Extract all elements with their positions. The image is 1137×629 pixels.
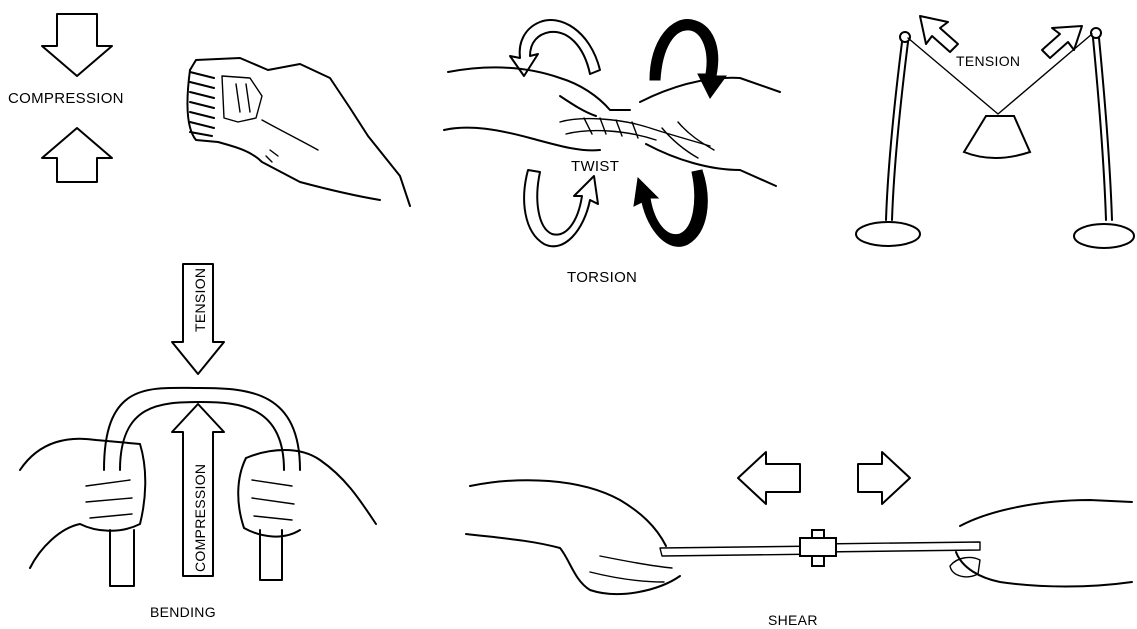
compression-arrow-up-icon <box>42 128 112 182</box>
hand-squeezing-spring-icon <box>188 58 410 206</box>
right-post-icon <box>1074 28 1134 248</box>
shear-label: SHEAR <box>768 612 818 628</box>
tension-arrow-left-icon <box>920 16 958 52</box>
hanging-weight-icon <box>964 116 1030 158</box>
compression-label: COMPRESSION <box>8 90 124 107</box>
bending-compression-label: COMPRESSION <box>192 464 208 572</box>
tension-label: TENSION <box>956 53 1020 69</box>
torsion-panel: TWIST TORSION <box>444 20 780 286</box>
tension-panel: TENSION <box>856 16 1134 248</box>
twist-label: TWIST <box>571 158 619 175</box>
bending-tension-label: TENSION <box>192 268 208 332</box>
left-fist-icon <box>20 439 145 586</box>
right-hand-pulling-icon <box>950 500 1132 587</box>
tension-arrow-right-icon <box>1042 26 1082 58</box>
bending-label: BENDING <box>150 604 216 620</box>
shear-strip-right <box>818 542 980 552</box>
left-post-icon <box>856 32 920 246</box>
torsion-arrow-top-left-icon <box>510 20 600 76</box>
compression-panel: COMPRESSION <box>8 14 410 206</box>
shear-panel: SHEAR <box>466 452 1132 628</box>
torsion-arrow-bottom-right-icon <box>634 170 707 246</box>
torsion-arrow-top-right-icon <box>650 20 726 98</box>
shear-arrow-right-icon <box>858 452 910 504</box>
bending-panel: TENSION COMPRESSION BENDING <box>20 264 376 620</box>
right-fist-icon <box>238 450 376 580</box>
torsion-label: TORSION <box>567 269 637 286</box>
rivet-icon <box>800 530 836 566</box>
compression-arrow-down-icon <box>42 14 112 76</box>
torsion-arrow-bottom-left-icon <box>524 170 598 246</box>
left-hand-pulling-icon <box>466 480 680 594</box>
shear-arrow-left-icon <box>738 452 800 504</box>
